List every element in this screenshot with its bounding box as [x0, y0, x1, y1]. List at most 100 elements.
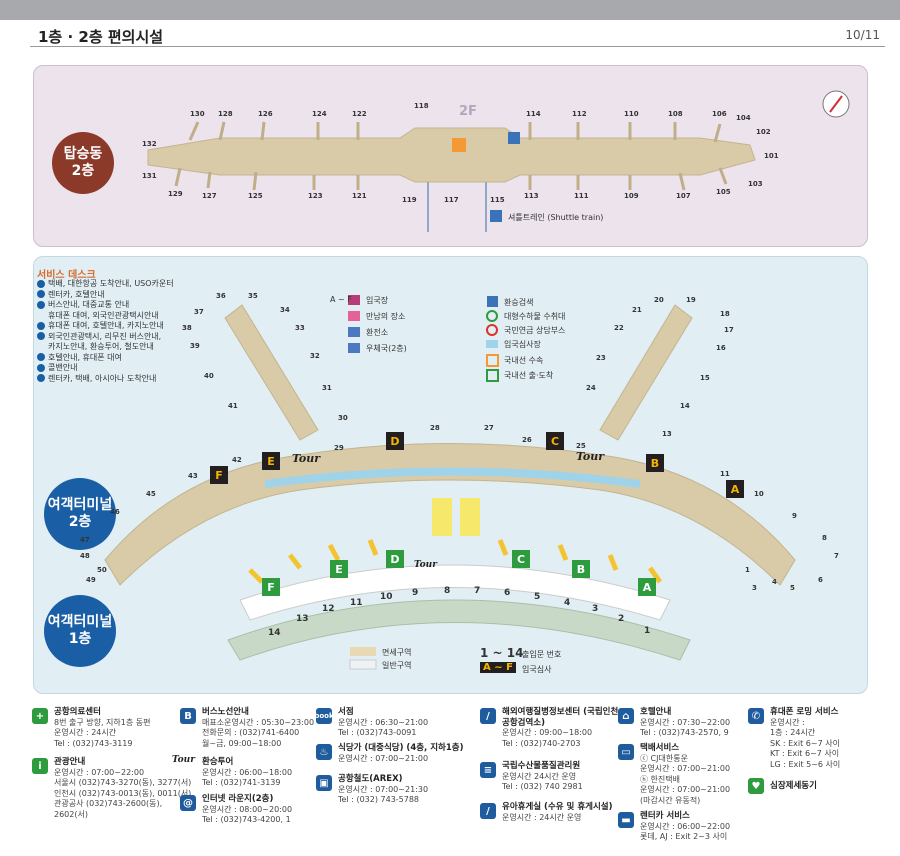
gate-label: 14	[680, 402, 690, 410]
gate-114: 114	[526, 110, 541, 118]
concourse-piers	[174, 121, 728, 191]
legend-arrival-hall: 입국장	[366, 296, 389, 305]
gate-125: 125	[248, 192, 263, 200]
gate-label: 8	[822, 534, 827, 542]
gate-label: 26	[522, 436, 532, 444]
zone-range: A ~ F	[480, 662, 516, 673]
gate-106: 106	[712, 110, 727, 118]
gate-label: 19	[686, 296, 696, 304]
gate-104: 104	[736, 114, 751, 122]
medical-cross-icon: +	[32, 708, 48, 724]
legend-meeting-point: 만남의 장소	[366, 312, 406, 321]
gate-label: 30	[338, 414, 348, 422]
shuttle-label: 셔틀트레인 (Shuttle train)	[508, 213, 604, 222]
number-icon	[37, 300, 45, 309]
number-icon	[37, 353, 45, 361]
legend-transfer-check: 환승검색	[504, 298, 534, 307]
tour-logo: Tour	[576, 450, 605, 463]
counter-label: 7	[474, 586, 481, 596]
counter-label: 6	[504, 588, 511, 598]
terminal-1f-arrivals	[227, 599, 691, 661]
immigration-icon	[486, 340, 498, 348]
gate-label: 5	[790, 584, 795, 592]
general-area-swatch	[349, 659, 377, 670]
gate-131: 131	[142, 172, 157, 180]
service-desk-item: 호텔안내, 휴대폰 대여	[37, 353, 227, 364]
counter-label: 3	[592, 604, 599, 614]
gate-label: 1	[745, 566, 750, 574]
duty-free-swatch	[350, 647, 376, 656]
service-desk-item: 콜밴안내	[37, 363, 227, 374]
arrival-hall-icon	[348, 295, 360, 305]
info-nursery: 유아휴게실 (수유 및 휴게시설) 운영시간 : 24시간 운영	[502, 802, 613, 822]
quarantine-icon: /	[480, 708, 496, 724]
service-desk-list: 택배, 대한항공 도착안내, USO카운터 렌터카, 호텔안내 버스안내, 대중…	[37, 279, 227, 384]
gate-102: 102	[756, 128, 771, 136]
gate-label: 46	[110, 508, 120, 516]
service-desk-item: 렌터카, 택배, 아시아나 도착안내	[37, 374, 227, 385]
bus-icon: B	[180, 708, 196, 724]
top-bar	[0, 0, 900, 20]
concourse-badge: 탑승동 2층	[52, 132, 114, 194]
domestic-arrival-icon	[486, 369, 499, 382]
nursery-icon: /	[480, 803, 496, 819]
gate-label: 43	[188, 472, 198, 480]
info-quarantine: 해외여행질병정보센터 (국립인천공항검역소) 운영시간 : 09:00~18:0…	[502, 707, 619, 748]
counter-range: 1 ~ 14	[480, 646, 524, 660]
gate-label: 21	[632, 306, 642, 314]
zone-marker: E	[262, 452, 280, 470]
train-icon: ▣	[316, 775, 332, 791]
gate-127: 127	[202, 192, 217, 200]
legend-domestic-checkin: 국내선 수속	[504, 356, 544, 365]
gate-label: 16	[716, 344, 726, 352]
gate-117: 117	[444, 196, 459, 204]
counter-label: 12	[322, 604, 335, 614]
counter-label: 13	[296, 614, 309, 624]
shuttle-train-icon	[490, 210, 502, 222]
parcel-truck-icon: ▭	[618, 744, 634, 760]
zone-marker: C	[512, 550, 530, 568]
gate-119: 119	[402, 196, 417, 204]
gate-112: 112	[572, 110, 587, 118]
shuttle-tracks	[427, 182, 487, 232]
counter-label: 1	[644, 626, 651, 636]
gate-118: 118	[414, 102, 429, 110]
service-desk-item: 택배, 대한항공 도착안내, USO카운터	[37, 279, 227, 290]
floor-label: 2F	[459, 104, 477, 119]
gate-label: 41	[228, 402, 238, 410]
terminal-2f-badge: 여객터미널 2층	[44, 478, 116, 550]
gate-126: 126	[258, 110, 273, 118]
zone-marker: B	[646, 454, 664, 472]
gate-label: 11	[720, 470, 730, 478]
counter-label: 8	[444, 586, 451, 596]
gate-label: 35	[248, 292, 258, 300]
gate-label: 17	[724, 326, 734, 334]
fisheries-icon: ≡	[480, 762, 496, 778]
immigration-band	[265, 467, 640, 488]
zone-range-label: 입국심사	[522, 665, 552, 674]
info-restaurants: 식당가 (대중식당) (4층, 지하1층) 운영시간 : 07:00~21:00	[338, 743, 464, 763]
header-divider	[30, 46, 885, 47]
zone-marker: E	[330, 560, 348, 578]
legend-oversize-baggage: 대형수하물 수취대	[504, 312, 566, 321]
gate-107: 107	[676, 192, 691, 200]
counter-label: 5	[534, 592, 541, 602]
restaurant-icon: ♨	[316, 744, 332, 760]
gate-label: 31	[322, 384, 332, 392]
gate-label: 4	[772, 578, 777, 586]
number-icon	[37, 279, 45, 288]
gate-113: 113	[524, 192, 539, 200]
counter-label: 11	[350, 598, 363, 608]
west-pier	[224, 304, 319, 441]
gate-label: 33	[295, 324, 305, 332]
legend-exchange: 환전소	[366, 328, 389, 337]
transfer-check-icon	[487, 296, 498, 307]
